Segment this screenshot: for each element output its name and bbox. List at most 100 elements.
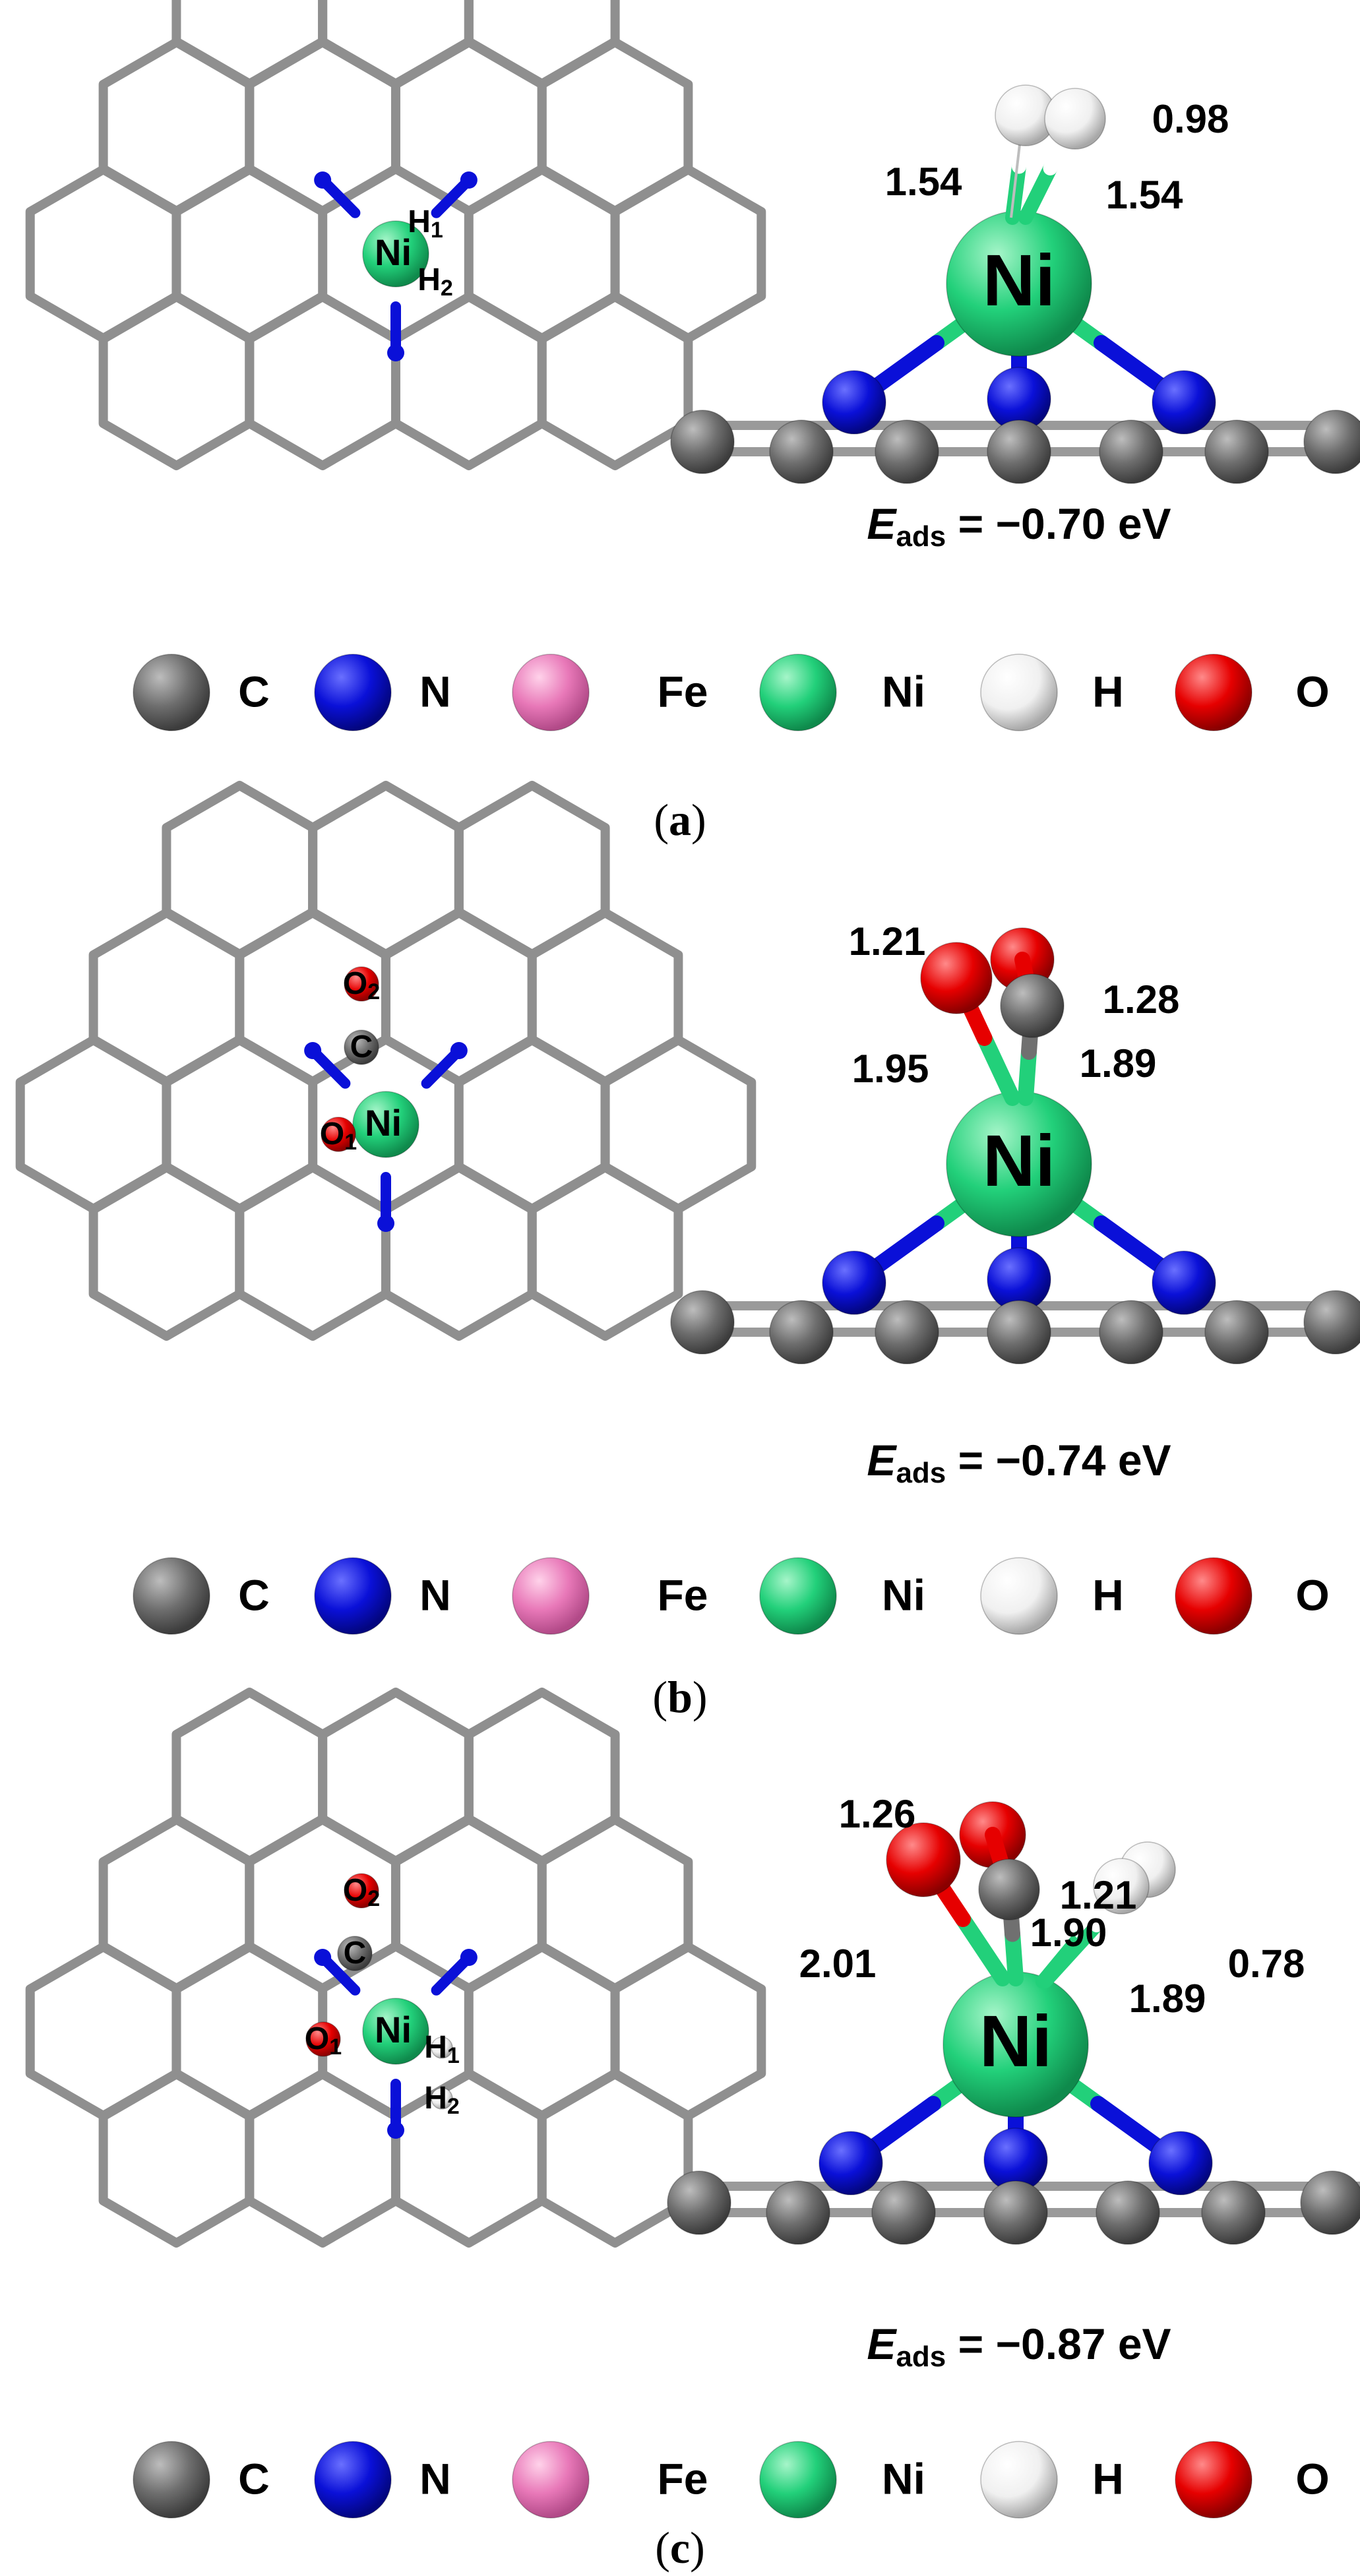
carbon-side-atom-2 xyxy=(766,2180,830,2245)
nitrogen-atom-icon xyxy=(314,2441,392,2519)
adsorbate-label-base: H xyxy=(408,204,431,239)
legend-item-fe: Fe xyxy=(512,1557,708,1635)
adsorbate-label-2: C xyxy=(350,1029,373,1064)
energy-symbol: E xyxy=(867,499,897,548)
legend-label: O xyxy=(1295,667,1329,716)
nickel-center-atom xyxy=(362,1998,429,2065)
nickel-atom-icon xyxy=(759,1557,837,1635)
legend-label: H xyxy=(1092,2454,1124,2503)
legend-item-n: N xyxy=(314,654,451,731)
carbon-side-atom-6 xyxy=(1201,2180,1266,2245)
bond-distance-label: 1.95 xyxy=(852,1047,929,1091)
legend-item-fe: Fe xyxy=(512,654,708,731)
adsorbate-label-1: H1 xyxy=(408,204,443,243)
oxygen-1-side xyxy=(920,942,993,1014)
adsorbate-label-base: H xyxy=(424,2081,447,2116)
carbon-side-atom-2 xyxy=(769,419,834,484)
adsorbate-label-4: H1 xyxy=(424,2030,460,2068)
adsorbate-label-base: O xyxy=(343,1873,367,1908)
nickel-center-atom xyxy=(352,1091,419,1158)
adsorbate-label-base: H xyxy=(417,262,441,297)
adsorbate-label-base: O xyxy=(343,966,367,1001)
legend-label: C xyxy=(238,667,270,716)
carbon-ring xyxy=(245,2070,400,2248)
substrate-front-row xyxy=(670,410,1360,484)
c-o2-bond-half-b xyxy=(985,1827,1009,1870)
caption-letter: a xyxy=(669,795,691,845)
nickel-side-label: Ni xyxy=(983,1120,1055,1202)
iron-atom-icon xyxy=(512,2441,590,2519)
nitrogen-side-atom-1 xyxy=(822,370,886,435)
nitrogen-side-atom-3 xyxy=(1152,370,1216,435)
ni-h-bond-1-half-a xyxy=(1005,159,1026,225)
adsorbate-label-1: O2 xyxy=(343,966,380,1004)
adsorbate-atom-1 xyxy=(344,966,379,1002)
nickel-atom-icon xyxy=(759,654,837,731)
legend-label: Ni xyxy=(882,667,925,716)
adsorbate-atom-3 xyxy=(321,1117,356,1152)
legend-item-fe: Fe xyxy=(512,2441,708,2519)
adsorbate-atom-2 xyxy=(337,1936,373,1971)
nitrogen-site xyxy=(387,2122,404,2139)
nitrogen-side-atom-1 xyxy=(822,1250,886,1315)
adsorbate-atom-3 xyxy=(305,2021,341,2057)
bond-distance-label: 1.90 xyxy=(1030,1911,1107,1955)
energy-symbol: E xyxy=(867,1436,897,1485)
carbon-side-atom-7 xyxy=(1303,410,1360,474)
carbon-ring xyxy=(381,1163,537,1341)
carbon-side-atom-6 xyxy=(1204,1300,1269,1365)
oxygen-atom-icon xyxy=(1175,1557,1252,1635)
panel-caption: (a) xyxy=(654,795,706,845)
carbon-ring xyxy=(98,292,255,470)
oxygen-1-side xyxy=(886,1822,961,1897)
energy-value: = −0.70 eV xyxy=(946,499,1171,548)
nitrogen-site xyxy=(460,171,478,189)
nitrogen-side-atom-1 xyxy=(819,2131,883,2195)
legend-label: Fe xyxy=(657,667,708,716)
bond-distance-label: 1.26 xyxy=(839,1792,916,1836)
energy-subscript: ads xyxy=(896,2341,946,2373)
legend-item-o: O xyxy=(1175,2441,1330,2519)
legend-item-ni: Ni xyxy=(759,1557,925,1635)
adsorbate-label-sub: 2 xyxy=(447,2094,460,2119)
graphene-lattice xyxy=(25,1688,766,2248)
carbon-side-atom-3 xyxy=(871,2180,936,2245)
carbon-ring xyxy=(245,292,400,470)
energy-value: = −0.74 eV xyxy=(946,1436,1171,1485)
bond-distance-label: 0.78 xyxy=(1228,1942,1305,1986)
carbon-side-atom-7 xyxy=(1303,1290,1360,1355)
nitrogen-site xyxy=(314,1949,332,1966)
adsorbate-label-sub: 1 xyxy=(447,2043,460,2068)
adsorbate-label-base: O xyxy=(305,2021,329,2056)
nickel-center-label: Ni xyxy=(375,2009,412,2050)
bond-distance-label: 2.01 xyxy=(799,1942,877,1986)
legend-label: Fe xyxy=(657,1570,708,1619)
carbon-ring xyxy=(391,2070,547,2248)
caption-open-paren: ( xyxy=(652,1672,667,1722)
legend-label: N xyxy=(419,667,451,716)
caption-close-paren: ) xyxy=(693,1672,708,1722)
adsorbate-label-sub: 1 xyxy=(431,218,443,243)
carbon-side-atom-1 xyxy=(670,410,735,474)
carbon-ring xyxy=(318,0,474,88)
legend-label: H xyxy=(1092,667,1124,716)
carbon-ring xyxy=(527,1163,683,1341)
nitrogen-site xyxy=(460,1949,478,1966)
carbon-side-atom-5 xyxy=(1099,1300,1163,1365)
nitrogen-site xyxy=(450,1042,468,1059)
adsorbate-label-1: O2 xyxy=(343,1873,380,1911)
nitrogen-site xyxy=(314,171,332,189)
adsorbate-label-base: C xyxy=(344,1936,367,1971)
legend-item-h: H xyxy=(980,654,1124,731)
substrate-front-row xyxy=(670,1290,1360,1365)
pyridinic-nitrogen xyxy=(304,1042,468,1232)
legend-item-o: O xyxy=(1175,1557,1330,1635)
panel-caption: (c) xyxy=(655,2523,705,2573)
caption-letter: c xyxy=(670,2523,690,2573)
hydrogen-1-side xyxy=(1093,1858,1150,1915)
legend-item-c: C xyxy=(133,2441,270,2519)
